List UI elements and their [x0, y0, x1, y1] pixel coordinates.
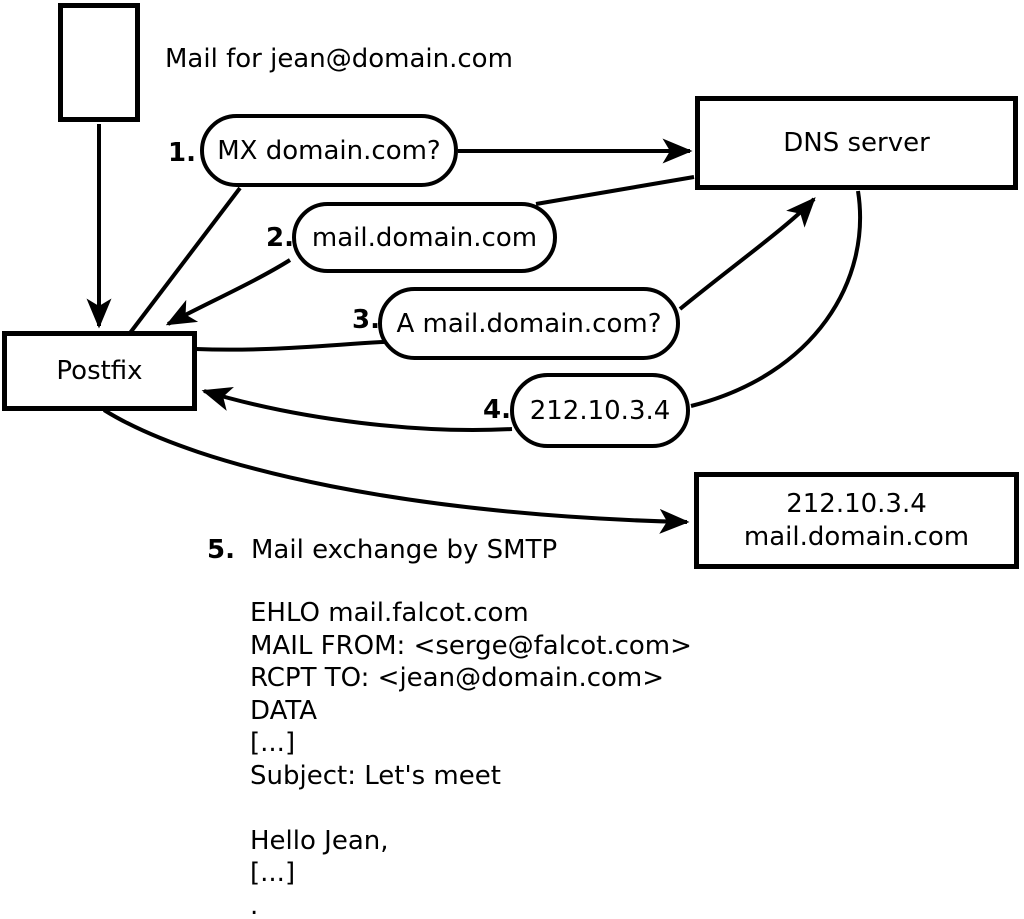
postfix-label: Postfix	[56, 356, 143, 386]
arrow-postfix-to-mailserver	[102, 408, 690, 534]
mail-note: Mail for jean@domain.com	[165, 44, 513, 74]
arrow-answer4-to-postfix	[201, 386, 513, 432]
step-5-label: Mail exchange by SMTP	[251, 535, 558, 565]
line-dns-to-answer2	[535, 175, 695, 206]
step-2-answer-label: mail.domain.com	[311, 222, 538, 253]
step-1-query-label: MX domain.com?	[217, 135, 441, 166]
arrow-answer2-to-postfix	[165, 258, 292, 326]
dns-server-label: DNS server	[783, 128, 930, 158]
mailserver-hostname: mail.domain.com	[743, 521, 970, 552]
postfix-node: Postfix	[2, 331, 197, 411]
mail-letter-box	[58, 3, 140, 122]
line-dns-to-answer4	[690, 190, 863, 408]
mailserver-labels: 212.10.3.4 mail.domain.com	[744, 488, 969, 554]
dns-server-node: DNS server	[695, 96, 1018, 190]
step-1-query-pill: MX domain.com?	[200, 114, 458, 187]
line-postfix-to-query3	[195, 339, 403, 352]
step-2-number: 2.	[266, 223, 294, 253]
step-1-number: 1.	[168, 138, 196, 168]
step-3-query-pill: A mail.domain.com?	[378, 287, 680, 360]
step-3-query-label: A mail.domain.com?	[396, 308, 662, 339]
step-2-answer-pill: mail.domain.com	[292, 202, 557, 273]
step-4-answer-label: 212.10.3.4	[529, 395, 671, 426]
step-3-number: 3.	[352, 305, 380, 335]
step-4-answer-pill: 212.10.3.4	[510, 373, 690, 448]
line-postfix-to-query1	[128, 186, 242, 335]
mailserver-ip: 212.10.3.4	[786, 488, 927, 519]
mailserver-node: 212.10.3.4 mail.domain.com	[694, 472, 1019, 569]
step-4-number: 4.	[483, 395, 511, 425]
arrow-query3-to-dns	[678, 197, 816, 311]
step-5-number: 5.	[207, 535, 235, 565]
smtp-session-text: EHLO mail.falcot.com MAIL FROM: <serge@f…	[250, 598, 692, 919]
